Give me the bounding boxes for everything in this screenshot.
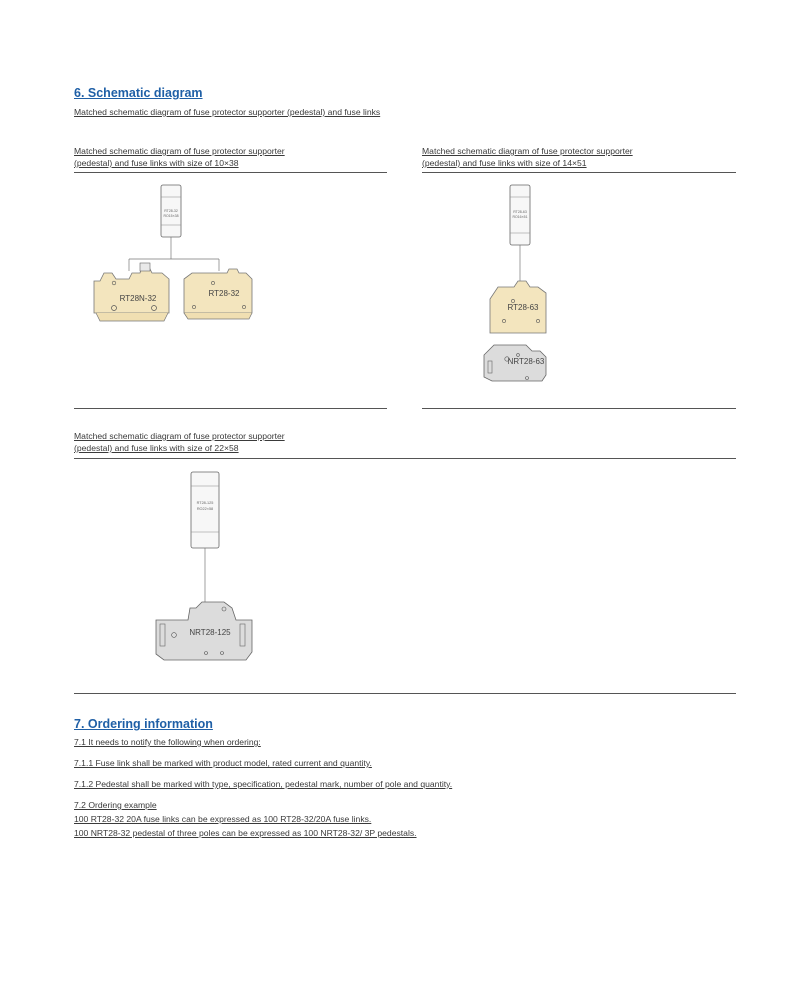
pedestal-nrt28-63: NRT28-63 [483, 344, 547, 382]
diagram-22x58: RT28-125 RO22×58 NRT28-125 [155, 471, 253, 661]
section-6-heading: 6. Schematic diagram [74, 86, 203, 100]
diagram-14x51: RT28-63 RO16×51 RT28-63 NRT28-63 [483, 184, 547, 382]
panel-divider [422, 408, 736, 409]
caption-10x38-line1: Matched schematic diagram of fuse protec… [74, 146, 285, 156]
fuse-link-14x51: RT28-63 RO16×51 [509, 184, 531, 246]
pedestal-rt28-63: RT28-63 [489, 280, 547, 334]
pedestal-label-rt28n-32: RT28N-32 [120, 294, 157, 303]
panel-divider [74, 172, 387, 173]
pedestal-nrt28-125: NRT28-125 [155, 601, 253, 661]
caption-14x51-line1: Matched schematic diagram of fuse protec… [422, 146, 633, 156]
panel-divider [422, 172, 736, 173]
pedestal-label-rt28-63: RT28-63 [508, 303, 540, 312]
ordering-example: 100 NRT28-32 pedestal of three poles can… [74, 828, 417, 838]
pedestal-rt28-32: RT28-32 [183, 268, 253, 320]
ordering-item: 7.2 Ordering example [74, 800, 157, 810]
pedestal-label-rt28-32: RT28-32 [209, 289, 241, 298]
caption-14x51-line2: (pedestal) and fuse links with size of 1… [422, 158, 587, 168]
section-6-intro: Matched schematic diagram of fuse protec… [74, 107, 381, 117]
fuse-link-22x58: RT28-125 RO22×58 [190, 471, 220, 549]
ordering-example: 100 RT28-32 20A fuse links can be expres… [74, 814, 372, 824]
panel-divider [74, 458, 736, 459]
panel-divider [74, 693, 736, 694]
pedestal-label-nrt28-63: NRT28-63 [508, 357, 545, 366]
ordering-item: 7.1.2 Pedestal shall be marked with type… [74, 779, 453, 789]
fuse-label-14x51-1: RT28-63 [513, 210, 527, 214]
ordering-item: 7.1 It needs to notify the following whe… [74, 737, 261, 747]
fuse-label-10x38-2: RO15×38 [163, 214, 178, 218]
caption-10x38-line2: (pedestal) and fuse links with size of 1… [74, 158, 239, 168]
fuse-link-10x38: RT28-32 RO15×38 [160, 184, 182, 238]
pedestal-label-nrt28-125: NRT28-125 [189, 628, 231, 637]
caption-22x58-line1: Matched schematic diagram of fuse protec… [74, 431, 285, 441]
panel-divider [74, 408, 387, 409]
fuse-label-10x38-1: RT28-32 [164, 209, 178, 213]
fuse-label-14x51-2: RO16×51 [512, 215, 527, 219]
pedestal-rt28n-32: RT28N-32 [93, 262, 170, 322]
fuse-label-22x58-2: RO22×58 [197, 507, 213, 511]
diagram-10x38: RT28-32 RO15×38 RT28N-32 RT28-32 [93, 184, 253, 322]
caption-22x58-line2: (pedestal) and fuse links with size of 2… [74, 443, 239, 453]
fuse-label-22x58-1: RT28-125 [197, 501, 214, 505]
section-7-heading: 7. Ordering information [74, 717, 213, 731]
ordering-item: 7.1.1 Fuse link shall be marked with pro… [74, 758, 372, 768]
